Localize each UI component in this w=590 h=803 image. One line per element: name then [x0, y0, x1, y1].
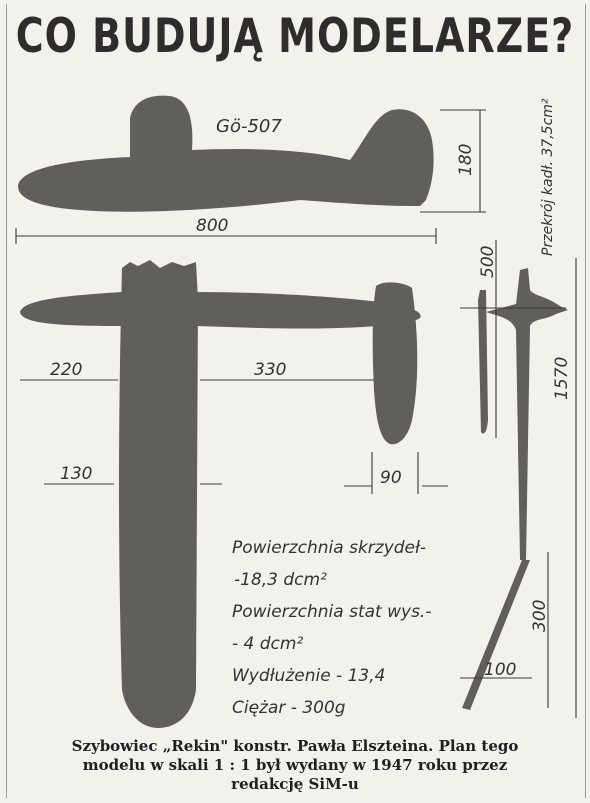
side-view-fuselage [18, 95, 434, 212]
spec-line: Powierzchnia stat wys.- [232, 602, 432, 622]
dim-span: 1570 [552, 356, 572, 400]
page-frame [6, 4, 586, 798]
specs-block: Powierzchnia skrzydeł- -18,3 dcm² Powier… [232, 532, 431, 724]
section-note: Przekrój kadł. 37,5cm² [540, 98, 556, 256]
caption-line: modelu w skali 1 : 1 był wydany w 1947 r… [82, 756, 508, 774]
front-view-body [486, 268, 568, 560]
dim-chord: 130 [60, 464, 93, 484]
dim-dihedral-height: 300 [530, 599, 550, 632]
caption: Szybowiec „Rekin" konstr. Pawła Elsztein… [20, 737, 570, 794]
spec-line: Ciężar - 300g [232, 698, 346, 718]
model-name: Gö-507 [216, 116, 282, 137]
top-view-wing [20, 292, 421, 329]
headline: CO BUDUJĄ MODELARZE? [15, 8, 575, 63]
spec-line: Powierzchnia skrzydeł- [232, 538, 427, 558]
spec-line: - 4 dcm² [232, 634, 304, 654]
top-view-fuselage [119, 260, 198, 728]
dim-tail-span: 330 [254, 360, 287, 380]
dim-dihedral-base: 100 [484, 660, 517, 680]
spec-line: -18,3 dcm² [234, 570, 327, 590]
caption-line: Szybowiec „Rekin" konstr. Pawła Elsztein… [71, 737, 519, 755]
caption-line: redakcję SiM-u [231, 775, 359, 793]
dim-wing-tip: 220 [50, 360, 83, 380]
dim-tail-height: 180 [456, 143, 476, 176]
front-view-dihedral-wing [462, 560, 530, 710]
spec-line: Wydłużenie - 13,4 [232, 666, 386, 686]
tail-plane [372, 282, 418, 445]
dim-fuselage-length: 800 [196, 216, 229, 236]
dim-half-span: 500 [478, 245, 498, 278]
dim-tail-chord: 90 [380, 468, 402, 488]
front-view-fin [478, 290, 488, 434]
